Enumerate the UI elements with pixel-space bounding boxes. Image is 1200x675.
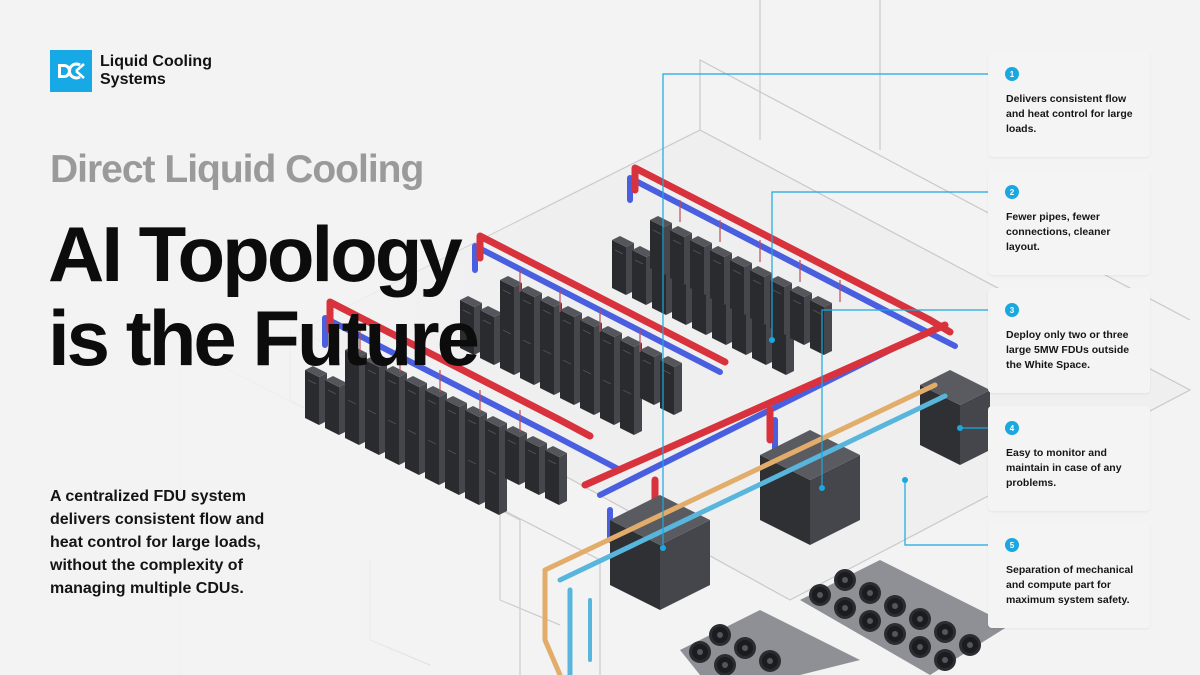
dlc-logo-icon (50, 50, 92, 92)
lede-paragraph: A centralized FDU system delivers consis… (50, 488, 265, 597)
eyebrow-title: Direct Liquid Cooling (50, 148, 424, 191)
callout-text-1: Delivers consistent flow and heat contro… (1006, 93, 1133, 135)
rack-drop-pipes (359, 200, 841, 432)
facility-water-pipes (542, 382, 948, 675)
callout-text-4: Easy to monitor and maintain in case of … (1006, 447, 1122, 489)
hot-return-pipes (326, 164, 954, 524)
callout-text-5: Separation of mechanical and compute par… (1006, 564, 1134, 606)
fdu-unit-1 (610, 495, 710, 610)
callout-anchor-dots (660, 337, 963, 551)
callout-badge-5: 5 (1005, 538, 1019, 552)
callout-badge-3: 3 (1005, 303, 1019, 317)
callout-badge-1: 1 (1005, 67, 1019, 81)
headline: AI Topology is the Future (48, 210, 480, 382)
callout-badge-4: 4 (1005, 421, 1019, 435)
callout-lines (662, 73, 1012, 548)
callout-text-2: Fewer pipes, fewer connections, cleaner … (1006, 211, 1111, 253)
brand-name: Liquid Cooling Systems (100, 53, 212, 88)
callout-badge-2: 2 (1005, 185, 1019, 199)
brand: Liquid Cooling Systems (50, 50, 240, 92)
callout-text-3: Deploy only two or three large 5MW FDUs … (1006, 329, 1130, 371)
dry-cooler-array (680, 560, 1010, 675)
